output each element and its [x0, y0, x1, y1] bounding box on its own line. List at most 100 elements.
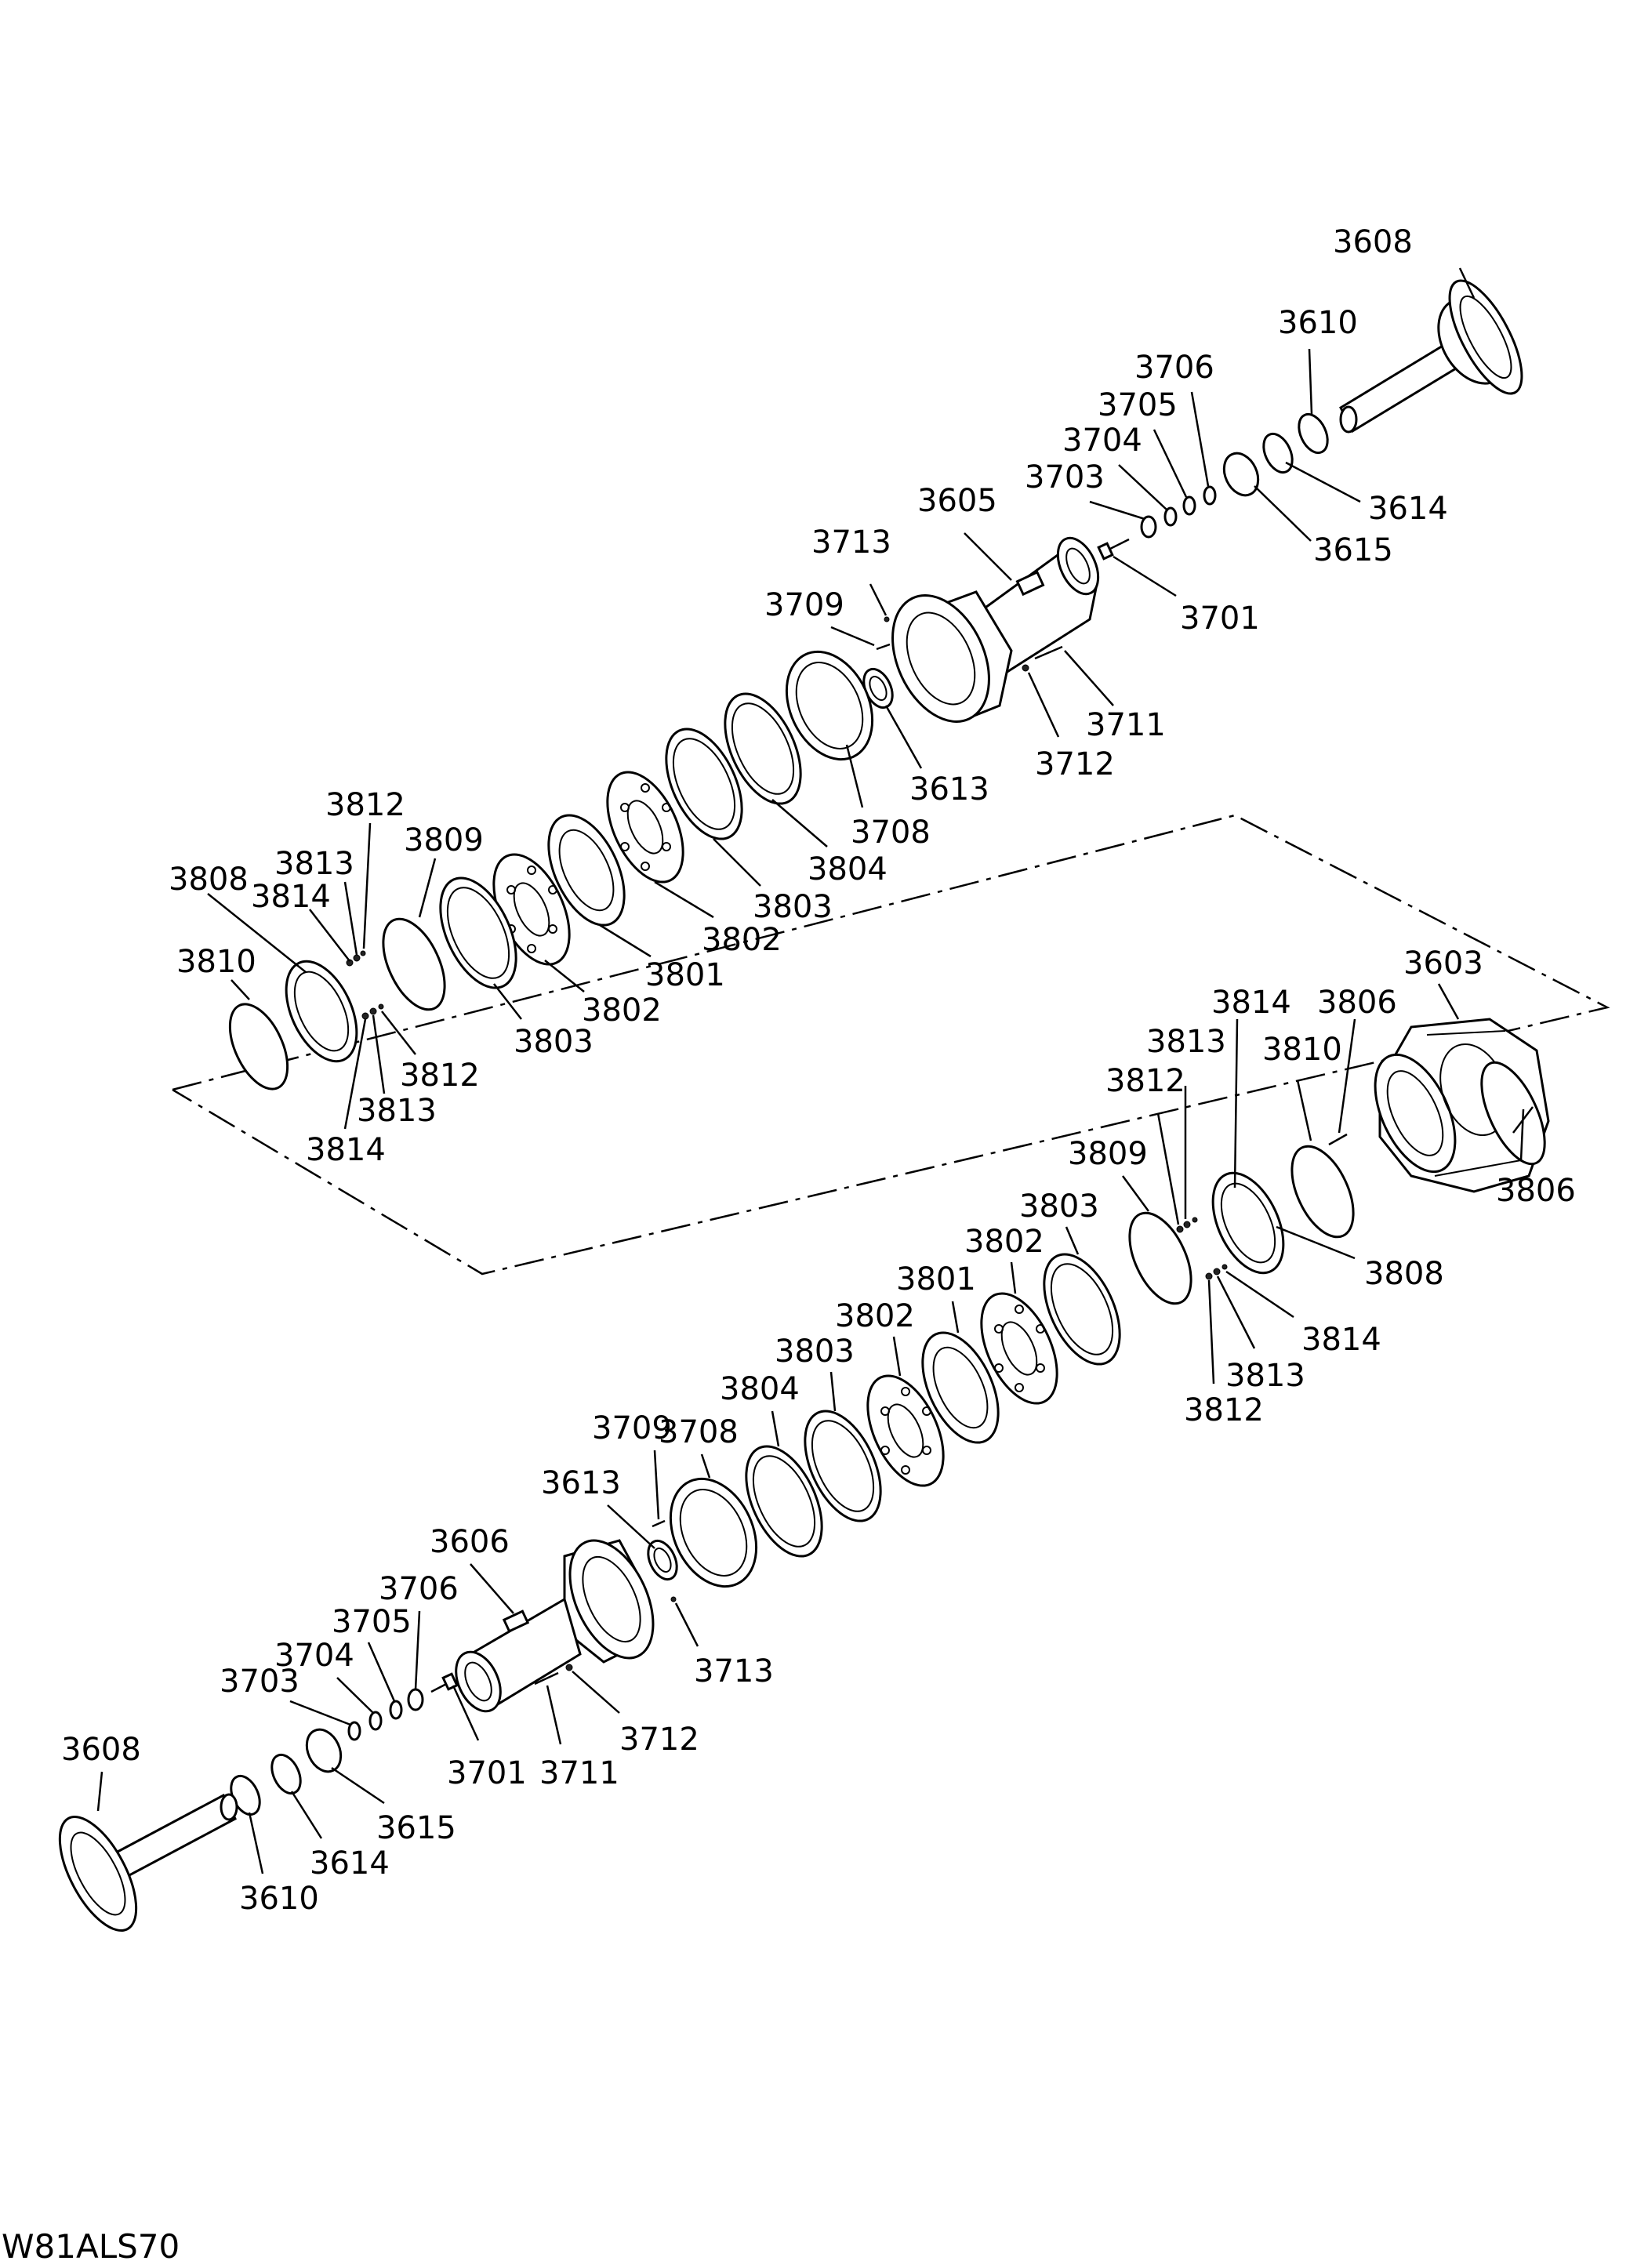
label-3705-upper: 3705 [1098, 387, 1178, 423]
label-3802-upper-a: 3802 [702, 922, 782, 958]
label-3808-lower: 3808 [1364, 1256, 1444, 1292]
ring-3610-upper [1298, 412, 1329, 455]
label-3812-upper-a: 3812 [325, 787, 405, 823]
label-3712-upper: 3712 [1035, 746, 1115, 782]
label-3606-lower: 3606 [430, 1524, 510, 1560]
washer-3706-lower [407, 1688, 424, 1711]
upper-labels: 3608 3610 3706 3705 3704 3703 3614 3615 … [169, 224, 1448, 1168]
disc-3803-upper-a [665, 728, 743, 840]
center-housing-3603 [1374, 1018, 1550, 1193]
label-3613-upper: 3613 [909, 771, 989, 807]
washer-3705-upper [1182, 495, 1196, 516]
label-3804-lower: 3804 [720, 1371, 800, 1407]
pin-3713-upper [884, 616, 890, 622]
pin-3712-upper [1022, 664, 1029, 672]
disc-3803-upper-b [439, 876, 517, 989]
label-3615-lower: 3615 [376, 1810, 456, 1846]
pin-3709-upper [876, 643, 891, 651]
ring-3708-lower [669, 1477, 758, 1588]
pin-3712-lower [565, 1664, 573, 1671]
label-3712-lower: 3712 [619, 1722, 699, 1758]
washer-3703-lower [347, 1721, 361, 1741]
label-3813-upper-a: 3813 [274, 846, 354, 882]
label-3801-upper: 3801 [645, 957, 725, 993]
label-3704-upper: 3704 [1062, 423, 1142, 459]
label-3804-upper: 3804 [808, 851, 888, 887]
label-3803-lower-b: 3803 [775, 1334, 855, 1370]
disc-3804-lower [745, 1445, 823, 1558]
label-3614-upper: 3614 [1368, 491, 1448, 527]
label-3810-upper: 3810 [176, 944, 256, 980]
label-3809-lower: 3809 [1068, 1136, 1148, 1172]
ring-3614-upper [1262, 432, 1294, 474]
label-3810-lower: 3810 [1262, 1032, 1342, 1068]
ring-3615-upper [1222, 452, 1260, 497]
axle-housing-3605 [891, 536, 1100, 723]
label-3806-lower-b: 3806 [1496, 1173, 1576, 1209]
label-3813-lower-b: 3813 [1225, 1358, 1305, 1394]
label-3803-upper-a: 3803 [753, 889, 833, 925]
washer-3704-upper [1163, 506, 1178, 527]
label-3704-lower: 3704 [274, 1638, 354, 1674]
pin-3711-lower [534, 1671, 559, 1686]
label-3608-upper: 3608 [1333, 224, 1413, 260]
label-3703-upper: 3703 [1025, 459, 1105, 495]
washer-3706-upper [1203, 485, 1217, 506]
label-3802-lower-b: 3802 [835, 1298, 915, 1334]
oring-3810-upper [228, 1003, 289, 1090]
label-3812-upper-b: 3812 [400, 1058, 480, 1094]
label-3711-upper: 3711 [1086, 707, 1166, 743]
ring-3615-lower [305, 1728, 343, 1773]
label-3603-lower: 3603 [1403, 945, 1483, 982]
label-3608-lower: 3608 [61, 1732, 141, 1768]
disc-3801-lower [921, 1331, 1000, 1444]
oring-3809-lower [1128, 1211, 1192, 1305]
label-3613-lower: 3613 [541, 1465, 621, 1501]
label-3802-upper-b: 3802 [582, 992, 662, 1029]
disc-3803-lower-b [804, 1410, 882, 1522]
lower-labels: 3603 3814 3806 3813 3810 3812 3806 3809 … [61, 945, 1576, 1917]
disc-3802-upper-a [606, 771, 684, 884]
label-3708-lower: 3708 [659, 1414, 739, 1450]
label-3706-upper: 3706 [1134, 350, 1214, 386]
ring-3708-upper [785, 650, 874, 761]
pin-3711-upper [1034, 645, 1063, 660]
label-3703-lower: 3703 [220, 1664, 299, 1700]
label-3701-upper: 3701 [1180, 601, 1260, 637]
disc-3804-upper [724, 692, 802, 805]
label-3610-upper: 3610 [1278, 305, 1358, 341]
label-3814-lower-b: 3814 [1301, 1322, 1381, 1358]
label-3814-upper-b: 3814 [306, 1132, 386, 1168]
washer-3703-upper [1140, 515, 1157, 539]
axle-shaft-lower [58, 1793, 238, 1932]
label-3814-lower-a: 3814 [1211, 985, 1291, 1021]
label-3615-upper: 3615 [1313, 532, 1393, 568]
label-3711-lower: 3711 [539, 1755, 619, 1791]
label-3812-lower-a: 3812 [1105, 1063, 1185, 1099]
label-3812-lower-b: 3812 [1184, 1392, 1264, 1428]
label-3813-lower-a: 3813 [1146, 1024, 1226, 1060]
label-3808-upper: 3808 [169, 862, 249, 898]
label-3809-upper: 3809 [404, 822, 484, 858]
bolt-3701-lower [430, 1672, 459, 1693]
label-3610-lower: 3610 [239, 1881, 319, 1917]
group-outline [172, 814, 1610, 1276]
bolt-3701-upper [1097, 538, 1130, 561]
piston-3808-lower [1211, 1171, 1285, 1275]
label-3803-upper-b: 3803 [514, 1024, 593, 1060]
pin-3709-lower [652, 1519, 666, 1528]
label-3605-upper: 3605 [917, 483, 997, 519]
label-3803-lower-a: 3803 [1019, 1188, 1099, 1225]
washer-3705-lower [389, 1700, 403, 1720]
disc-3803-lower-a [1043, 1253, 1121, 1366]
label-3814-upper-a: 3814 [251, 879, 331, 915]
oring-3810-lower [1290, 1145, 1355, 1239]
label-3802-lower-a: 3802 [964, 1224, 1044, 1260]
label-3708-upper: 3708 [851, 815, 931, 851]
label-3813-upper-b: 3813 [357, 1093, 437, 1129]
disc-3802-lower-a [980, 1292, 1058, 1405]
label-3801-lower: 3801 [896, 1261, 976, 1297]
label-3709-upper: 3709 [764, 587, 844, 623]
pin-3713-lower [670, 1596, 677, 1602]
